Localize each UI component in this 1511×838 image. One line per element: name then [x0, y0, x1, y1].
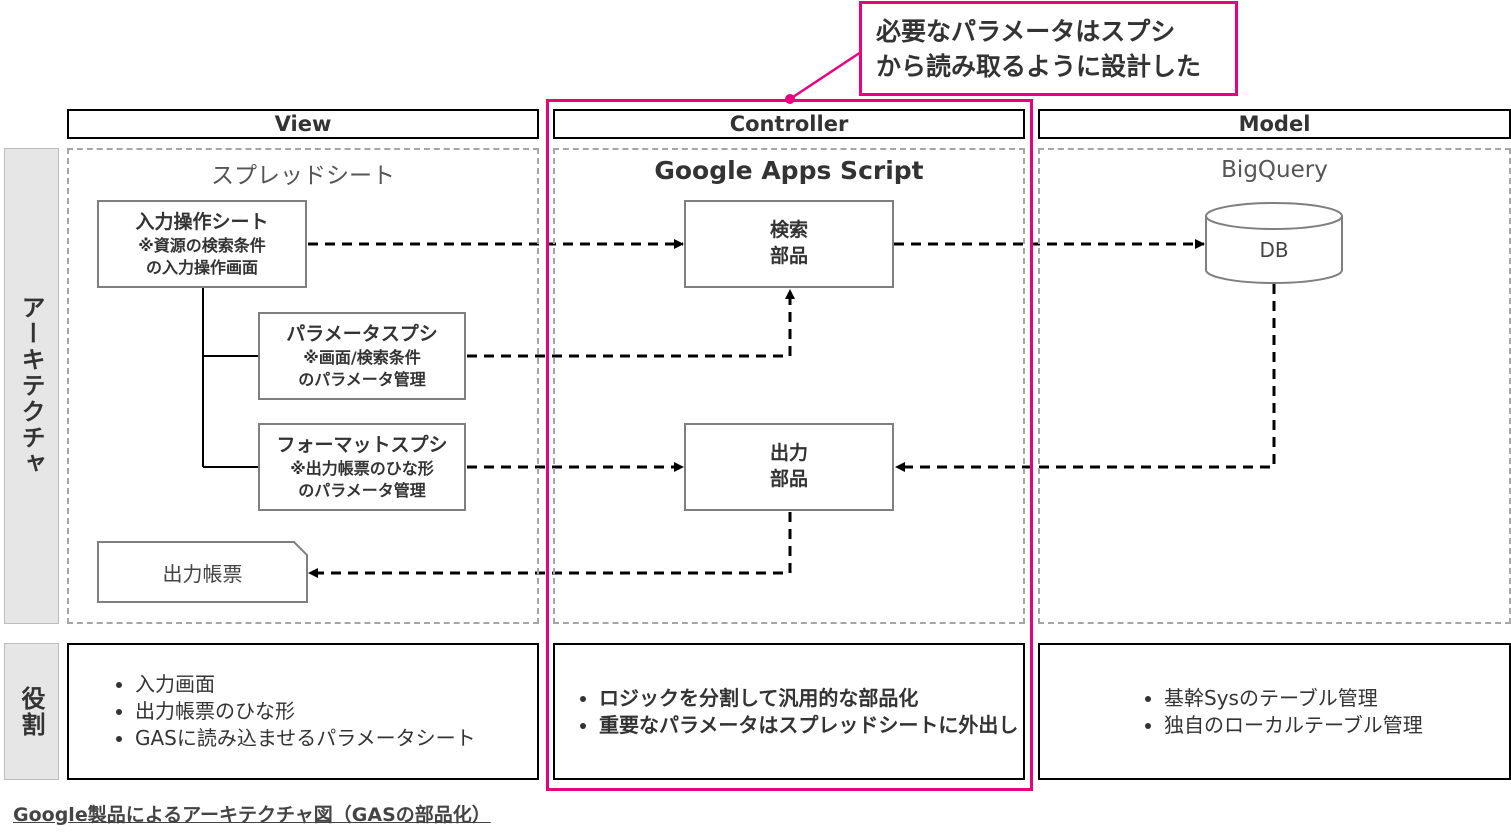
input-sheet-box: 入力操作シート ※資源の検索条件 の入力操作画面: [97, 200, 307, 288]
search-component-box: 検索 部品: [684, 200, 894, 288]
input-sheet-title: 入力操作シート: [135, 210, 269, 233]
list-item: 独自のローカルテーブル管理: [1164, 712, 1423, 739]
model-panel: [1038, 148, 1511, 624]
role-list-model: 基幹Sysのテーブル管理 独自のローカルテーブル管理: [1132, 685, 1423, 739]
format-sheet-note-1: ※出力帳票のひな形: [290, 459, 434, 479]
output-component-box: 出力 部品: [684, 423, 894, 511]
arrow-output-to-report: [308, 512, 792, 578]
arrow-param-to-search: [467, 289, 795, 358]
format-sheet-note-2: のパラメータ管理: [298, 480, 426, 500]
output-component-line-2: 部品: [769, 468, 808, 490]
callout-line-2: から読み取るように設計した: [876, 52, 1202, 81]
list-item: 出力帳票のひな形: [135, 698, 476, 725]
callout-line-1: 必要なパラメータはスプシ: [876, 17, 1176, 46]
callout-box: 必要なパラメータはスプシ から読み取るように設計した: [859, 1, 1238, 96]
controller-panel: [553, 148, 1025, 624]
column-header-model: Model: [1038, 109, 1511, 139]
output-report-label: 出力帳票: [162, 561, 243, 586]
view-panel: [67, 148, 539, 624]
column-header-controller: Controller: [553, 109, 1025, 139]
controller-panel-title: Google Apps Script: [654, 156, 924, 185]
output-component-line-1: 出力: [769, 442, 808, 465]
search-component-line-1: 検索: [769, 219, 808, 242]
tree-connector: [202, 288, 259, 468]
param-sheet-note-1: ※画面/検索条件: [303, 348, 421, 368]
format-sheet-title: フォーマットスプシ: [276, 433, 448, 456]
role-list-controller: ロジックを分割して汎用的な部品化 重要なパラメータはスプレッドシートに外出し: [555, 685, 1018, 739]
role-box-controller: ロジックを分割して汎用的な部品化 重要なパラメータはスプレッドシートに外出し: [553, 643, 1025, 780]
side-label-role: 役割: [4, 643, 59, 780]
param-sheet-title: パラメータスプシ: [286, 322, 438, 345]
db-label: DB: [1259, 238, 1289, 262]
list-item: 入力画面: [135, 671, 476, 698]
format-sheet-box: フォーマットスプシ ※出力帳票のひな形 のパラメータ管理: [258, 423, 466, 511]
role-list-view: 入力画面 出力帳票のひな形 GASに読み込ませるパラメータシート: [103, 671, 476, 752]
input-sheet-note-2: の入力操作画面: [145, 257, 258, 277]
callout-pointer-dot: [785, 94, 795, 104]
figure-caption: Google製品によるアーキテクチャ図（GASの部品化）: [13, 804, 491, 826]
role-box-model: 基幹Sysのテーブル管理 独自のローカルテーブル管理: [1038, 643, 1511, 780]
param-sheet-box: パラメータスプシ ※画面/検索条件 のパラメータ管理: [258, 312, 466, 400]
search-component-line-2: 部品: [769, 245, 808, 267]
view-panel-title: スプレッドシート: [211, 163, 395, 189]
role-box-view: 入力画面 出力帳票のひな形 GASに読み込ませるパラメータシート: [67, 643, 539, 780]
list-item: GASに読み込ませるパラメータシート: [135, 725, 476, 752]
column-header-view: View: [67, 109, 539, 139]
callout-pointer: [789, 50, 862, 101]
arrow-db-to-output: [895, 284, 1276, 472]
model-panel-title: BigQuery: [1221, 157, 1328, 183]
list-item: 重要なパラメータはスプレッドシートに外出し: [599, 712, 1018, 739]
side-label-architecture: アーキテクチャ: [4, 148, 59, 624]
input-sheet-note-1: ※資源の検索条件: [138, 236, 266, 256]
param-sheet-note-2: のパラメータ管理: [298, 369, 426, 389]
list-item: ロジックを分割して汎用的な部品化: [599, 685, 1018, 712]
list-item: 基幹Sysのテーブル管理: [1164, 685, 1423, 712]
